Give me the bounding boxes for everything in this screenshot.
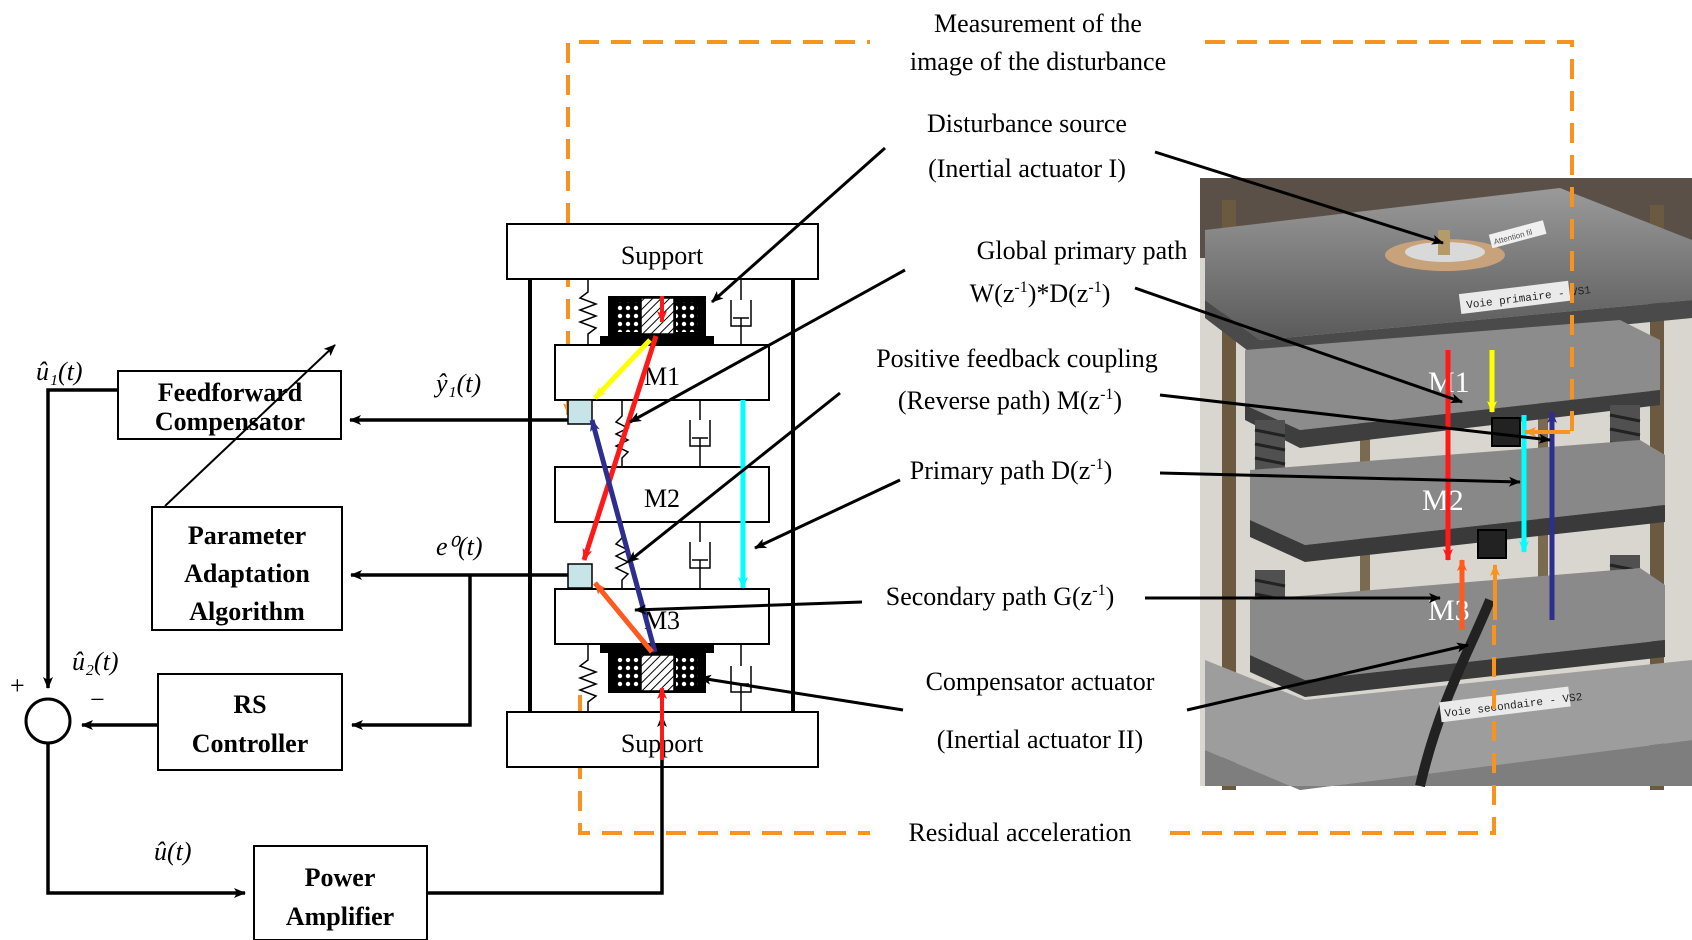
inertial-actuator-bottom xyxy=(600,644,714,693)
signal-u: û(t) xyxy=(154,837,192,866)
pa-label-2: Amplifier xyxy=(286,902,394,931)
rs-label-1: RS xyxy=(233,690,266,719)
positive-feedback-label-1: Positive feedback coupling xyxy=(876,344,1158,373)
mass-m3 xyxy=(554,588,770,645)
paa-label-2: Adaptation xyxy=(184,559,310,588)
global-primary-label-1: Global primary path xyxy=(977,236,1188,265)
primary-path-label: Primary path D(z-1) xyxy=(910,456,1113,485)
rs-label-2: Controller xyxy=(192,729,309,758)
mass-m1-label: M1 xyxy=(644,362,680,391)
parameter-adaptation-block xyxy=(151,506,343,631)
photo-label-m2: M2 xyxy=(1422,484,1464,517)
positive-feedback-label-2: (Reverse path) M(z-1) xyxy=(898,386,1122,415)
summing-junction xyxy=(24,697,72,745)
feedforward-label-2: Compensator xyxy=(155,407,305,436)
compensator-label-2: (Inertial actuator II) xyxy=(937,725,1143,754)
secondary-path-label: Secondary path G(z-1) xyxy=(886,582,1114,611)
signal-e0: e⁰(t) xyxy=(436,532,483,561)
photo-sensor-top xyxy=(1491,417,1521,447)
photo-sensor-bottom xyxy=(1477,529,1507,559)
compensator-label-1: Compensator actuator xyxy=(926,667,1155,696)
feedforward-label-1: Feedforward xyxy=(158,378,303,407)
disturbance-label-1: Disturbance source xyxy=(927,109,1127,138)
measurement-label-1: Measurement of the xyxy=(934,9,1142,38)
annotations: Measurement of the image of the disturba… xyxy=(627,9,1551,847)
signal-u2: û₂(t) xyxy=(72,647,119,676)
pa-label-1: Power xyxy=(305,863,376,892)
sum-minus-sign: − xyxy=(90,685,105,714)
mass-m2-label: M2 xyxy=(644,484,680,513)
primary-path-arrow xyxy=(593,338,652,400)
mass-m1 xyxy=(554,344,770,401)
control-loop: Feedforward Compensator Parameter Adapta… xyxy=(10,344,667,940)
support-top xyxy=(506,223,819,280)
feedforward-compensator-block xyxy=(117,370,342,440)
sensor-residual xyxy=(567,563,593,589)
rs-controller-block xyxy=(157,673,343,771)
global-primary-path-arrow xyxy=(581,335,659,561)
paa-label-3: Algorithm xyxy=(189,597,305,626)
residual-acceleration-label: Residual acceleration xyxy=(908,818,1131,847)
signal-u1: û₁(t) xyxy=(36,357,83,386)
sum-plus-sign: + xyxy=(10,671,25,700)
sensor-reference xyxy=(567,399,593,425)
secondary-path-arrow xyxy=(593,581,654,654)
disturbance-label-2: (Inertial actuator I) xyxy=(928,154,1126,183)
paa-label-1: Parameter xyxy=(188,521,306,550)
support-top-label: Support xyxy=(621,241,704,270)
signal-y1: ŷ₁(t) xyxy=(433,369,481,398)
global-primary-label-2: W(z-1)*D(z-1) xyxy=(970,279,1111,308)
measurement-label-2: image of the disturbance xyxy=(910,47,1166,76)
test-bench-photo: Voie primaire - VS1 Voie secondaire - VS… xyxy=(1200,178,1692,790)
